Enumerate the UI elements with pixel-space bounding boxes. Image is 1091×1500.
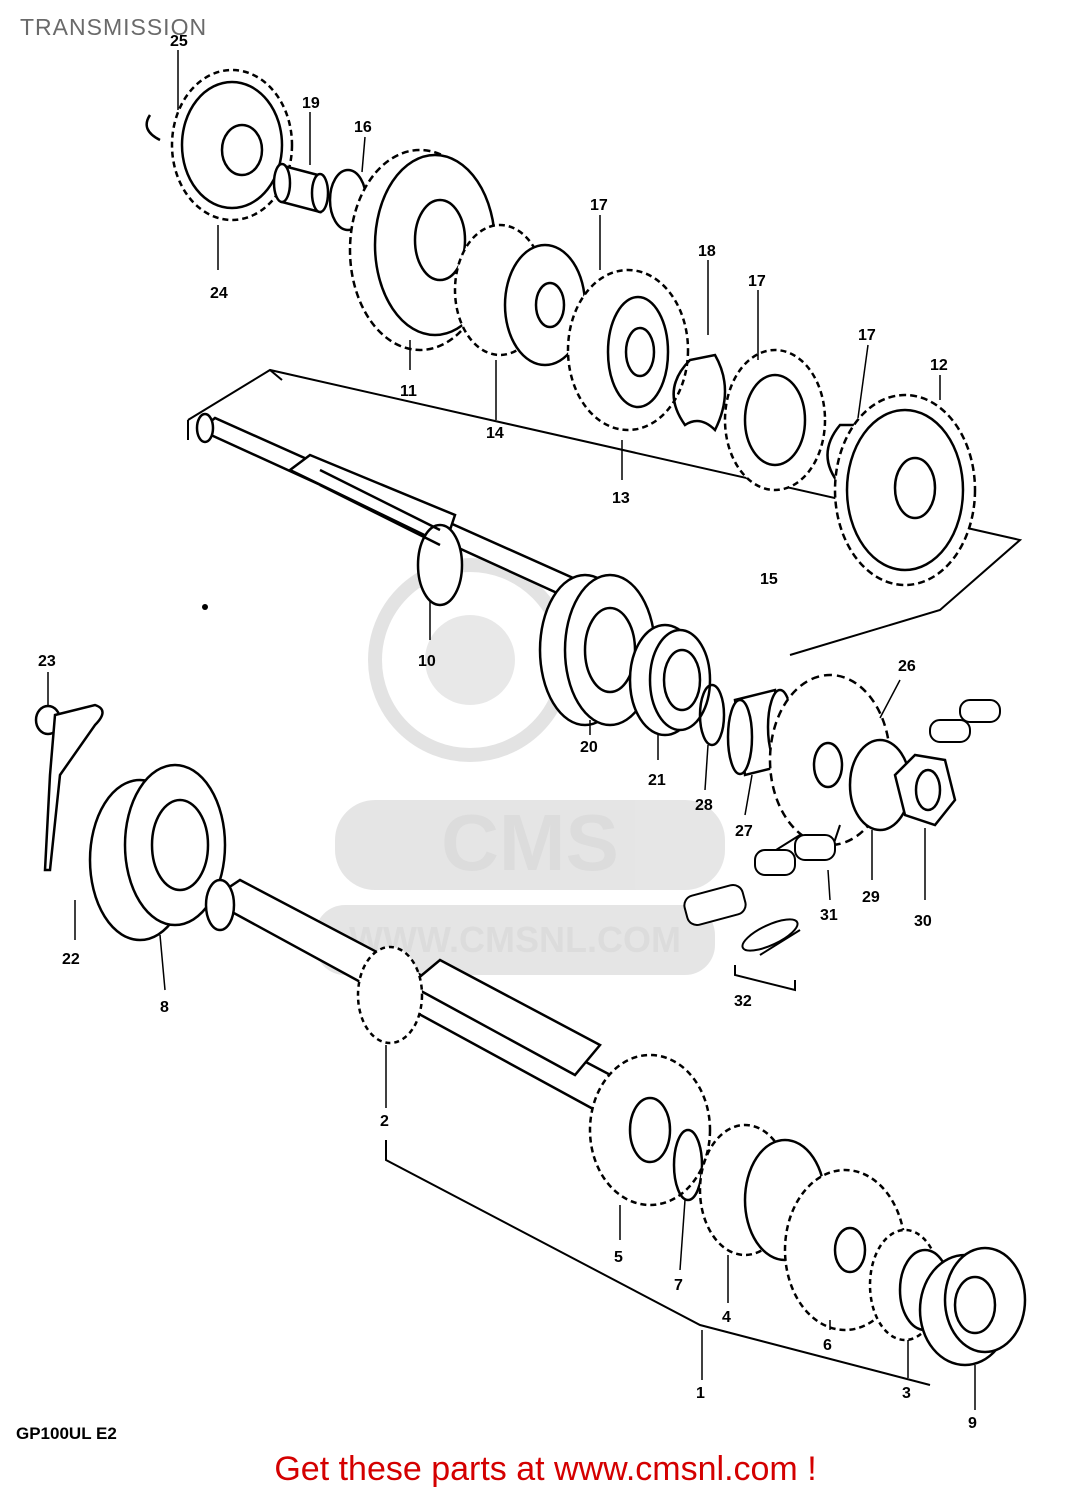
countershaft-bracket — [187, 368, 1023, 656]
callout-5: 5 — [614, 1249, 623, 1266]
gear-13 — [566, 268, 690, 432]
stray-dot — [202, 604, 208, 610]
circlip-7 — [672, 1128, 704, 1202]
nut-30 — [893, 753, 957, 827]
callout-3: 3 — [902, 1385, 911, 1402]
callout-31: 31 — [820, 907, 838, 924]
callout-13: 13 — [612, 490, 630, 507]
callout-2: 2 — [380, 1113, 389, 1130]
callout-10: 10 — [418, 653, 436, 670]
callout-14: 14 — [486, 425, 504, 442]
callout-23: 23 — [38, 653, 56, 670]
countershaft — [195, 412, 602, 610]
callout-25: 25 — [170, 33, 188, 50]
callout-22: 22 — [62, 951, 80, 968]
callout-30: 30 — [914, 913, 932, 930]
leader-lines — [47, 50, 976, 1410]
callout-32: 32 — [734, 993, 752, 1010]
callout-15: 15 — [760, 571, 778, 588]
callout-28: 28 — [695, 797, 713, 814]
bearing-9 — [918, 1246, 1027, 1367]
callout-4: 4 — [722, 1309, 731, 1326]
gear-17 — [723, 348, 827, 492]
callout-16: 16 — [354, 119, 372, 136]
circlip-18 — [672, 353, 727, 433]
oil-seal-21 — [628, 623, 712, 737]
callout-17-b: 17 — [748, 273, 766, 290]
callout-11: 11 — [400, 383, 417, 400]
lever-22 — [34, 703, 104, 872]
watermark-brand: CMS — [441, 798, 619, 887]
callout-19: 19 — [302, 95, 320, 112]
o-ring-28 — [698, 683, 726, 747]
callout-7: 7 — [674, 1277, 683, 1294]
callout-labels: 25 19 16 24 11 14 17 18 17 17 12 13 15 1… — [38, 33, 977, 1432]
callout-8: 8 — [160, 999, 169, 1016]
callout-17-a: 17 — [590, 197, 608, 214]
callout-6: 6 — [823, 1337, 832, 1354]
bearing-8 — [88, 763, 227, 942]
footer-link[interactable]: Get these parts at www.cmsnl.com ! — [274, 1450, 817, 1488]
model-code: GP100UL E2 — [16, 1424, 117, 1443]
callout-29: 29 — [862, 889, 880, 906]
callout-12: 12 — [930, 357, 948, 374]
callout-24: 24 — [210, 285, 228, 302]
callout-27: 27 — [735, 823, 753, 840]
gear-14 — [453, 223, 587, 367]
chain-joint-32 — [683, 883, 801, 992]
callout-20: 20 — [580, 739, 598, 756]
callout-17-c: 17 — [858, 327, 876, 344]
driveshaft-bracket — [385, 1140, 931, 1386]
callout-1: 1 — [696, 1385, 705, 1402]
bush-19 — [272, 162, 330, 214]
gear-2 — [356, 945, 424, 1045]
gear-25 — [145, 68, 294, 222]
gear-5 — [588, 1053, 712, 1207]
callout-9: 9 — [968, 1415, 977, 1432]
callout-21: 21 — [648, 772, 666, 789]
gear-12 — [833, 393, 977, 587]
callout-18: 18 — [698, 243, 716, 260]
chain-31 — [754, 699, 1001, 876]
callout-26: 26 — [898, 658, 916, 675]
page-title: TRANSMISSION — [20, 14, 208, 40]
